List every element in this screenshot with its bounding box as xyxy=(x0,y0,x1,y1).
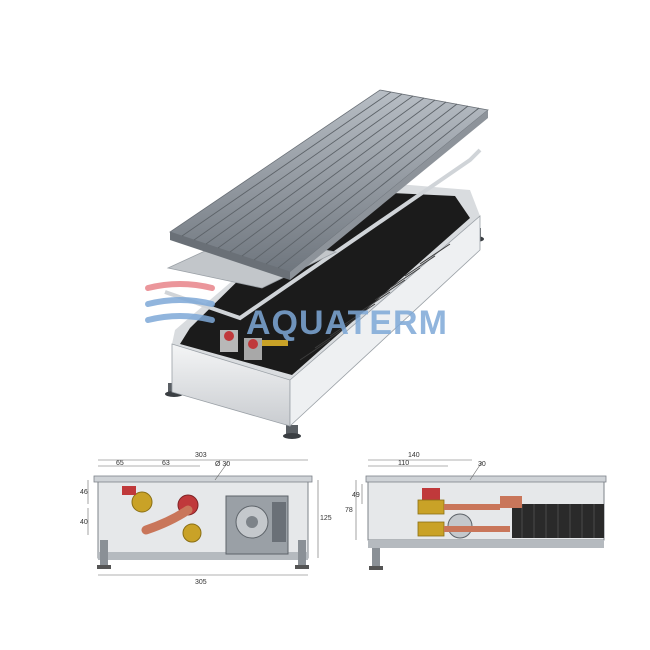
grille-slats xyxy=(181,91,480,269)
fan-unit xyxy=(225,495,289,555)
dim-upper-left: 46 xyxy=(80,489,88,496)
watermark-text: AQUATERM xyxy=(246,304,448,342)
housing-trough xyxy=(164,148,482,427)
convector-3d-render: AQUATERM xyxy=(145,89,489,439)
dim-lower-left: 40 xyxy=(80,519,88,526)
heat-exchanger xyxy=(180,190,470,375)
dim-part-b: 63 xyxy=(162,460,170,467)
front-dimensions xyxy=(87,459,319,576)
side-valves xyxy=(417,488,510,539)
dim-diameter-front: Ø 30 xyxy=(215,461,230,468)
valve-assembly xyxy=(220,330,288,360)
dim-height-right: 125 xyxy=(320,515,332,522)
side-section-view: 140 110 78 49 30 xyxy=(345,452,607,570)
heat-exchanger-fins xyxy=(299,243,451,361)
dim-diameter-side: 30 xyxy=(478,461,486,468)
front-valves xyxy=(122,486,202,543)
side-dimensions xyxy=(355,459,483,540)
dim-total-width: 303 xyxy=(195,452,207,459)
dim-part-a: 65 xyxy=(116,460,124,467)
dim-side-height: 78 xyxy=(345,507,353,514)
dim-inner-width: 110 xyxy=(398,460,409,467)
side-heat-exchanger xyxy=(500,496,604,538)
front-section-view: 303 65 63 Ø 30 46 40 125 305 xyxy=(80,452,332,586)
dim-inner-height: 49 xyxy=(352,492,360,499)
linear-grille xyxy=(169,89,489,280)
dim-bottom-width: 305 xyxy=(195,579,207,586)
dim-outer-width: 140 xyxy=(408,452,420,459)
aquaterm-watermark: AQUATERM xyxy=(145,281,448,342)
